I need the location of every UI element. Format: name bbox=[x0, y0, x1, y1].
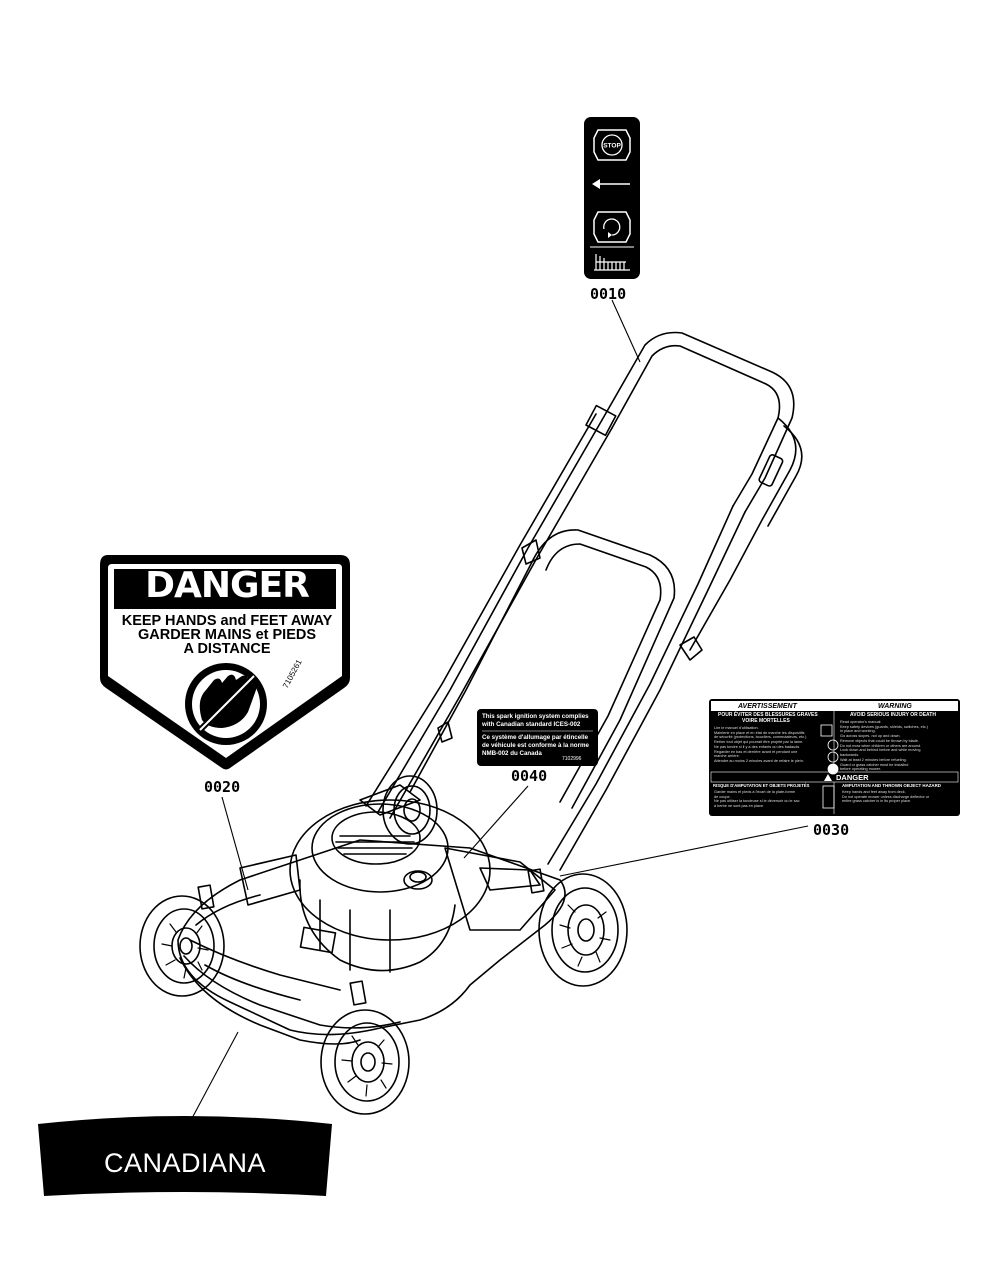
warning-en-subheader: AVOID SERIOUS INJURY OR DEATH bbox=[850, 712, 936, 718]
part-number-0030: 0030 bbox=[813, 821, 850, 839]
warning-en-header: WARNING bbox=[878, 702, 912, 710]
warning-en-danger-item: Keep hands and feet away from deck. bbox=[842, 790, 906, 794]
wheel-rear-right bbox=[538, 873, 628, 987]
run-engine-icon bbox=[593, 211, 631, 243]
warning-en-item: Guard or grass catcher must be installed bbox=[840, 762, 909, 767]
ices-part-number: 7102996 bbox=[562, 756, 582, 762]
warning-en-danger-items: Keep hands and feet away from deck. Do n… bbox=[842, 790, 956, 804]
danger-title: DANGER bbox=[145, 565, 310, 606]
warning-en-item: Wait at least 2 minutes before refueling… bbox=[840, 757, 907, 762]
warning-en-item: before operating mower. bbox=[840, 767, 881, 772]
grass-height-icon bbox=[594, 254, 630, 271]
leader-line-0010 bbox=[611, 299, 641, 363]
warning-decal bbox=[709, 699, 960, 816]
wheel-rear-left bbox=[382, 775, 438, 845]
warning-fr-subheader-1: POUR ÉVITER DES BLESSURES GRAVES bbox=[718, 712, 818, 718]
wheel-front-right bbox=[320, 1009, 410, 1115]
warning-fr-item: Attendre au moins 2 minutes avant de ref… bbox=[714, 759, 804, 764]
warning-en-item: in place and working. bbox=[840, 729, 876, 734]
leader-lines bbox=[189, 299, 809, 1123]
warning-fr-header: AVERTISSEMENT bbox=[738, 702, 797, 710]
hand-blade-hazard-icon bbox=[185, 663, 267, 745]
logo-decal bbox=[38, 1116, 332, 1196]
handle-upper-inner bbox=[611, 344, 781, 507]
warning-en-item: backwards. bbox=[840, 753, 860, 758]
warning-fr-item: Ne pas tondre si il y a des enfants ou d… bbox=[714, 744, 800, 749]
warning-danger-header: DANGER bbox=[836, 773, 869, 782]
danger-triangle-icon bbox=[824, 774, 832, 781]
leader-line-0050 bbox=[189, 1031, 239, 1123]
handle-lower-loop bbox=[531, 529, 676, 809]
warning-en-item: Read operator's manual. bbox=[840, 720, 882, 724]
warning-fr-subheader-2: VOIRE MORTELLES bbox=[742, 718, 790, 724]
canadiana-logo-text: CANADIANA bbox=[103, 1148, 267, 1178]
mower-deck bbox=[177, 839, 566, 1036]
warning-en-item: Go across slopes, not up and down. bbox=[840, 734, 901, 739]
stop-engine-icon: STOP bbox=[593, 129, 631, 161]
arrow-left-icon bbox=[592, 179, 630, 189]
stop-label: STOP bbox=[603, 143, 621, 150]
warning-fr-danger-items: Garder mains et pieds à l'écart de la pl… bbox=[714, 790, 822, 809]
warning-fr-danger-item: à herbe ne sont pas en place. bbox=[714, 804, 765, 809]
leader-line-0020 bbox=[221, 796, 249, 891]
warning-en-danger-item: entire grass catcher is in its proper pl… bbox=[842, 799, 912, 804]
control-decal: STOP bbox=[584, 117, 640, 279]
ices-english-2: with Canadian standard ICES-002 bbox=[482, 721, 581, 728]
warning-symbol-icons bbox=[820, 724, 839, 809]
ices-french-3: NMB-002 du Canada bbox=[482, 750, 542, 757]
leader-line-0030 bbox=[559, 825, 809, 877]
warning-en-items: Read operator's manual. Keep safety devi… bbox=[840, 720, 956, 772]
part-number-0020: 0020 bbox=[204, 778, 241, 796]
warning-fr-items: Lire le manuel d'utilisation. Maintenir … bbox=[714, 726, 820, 764]
warning-en-item: Do not mow when children or others are a… bbox=[840, 743, 922, 748]
ices-french-1: Ce système d'allumage par étincelle bbox=[482, 734, 589, 741]
warning-en-danger-item: Do not operate mower unless discharge de… bbox=[842, 794, 930, 799]
ices-decal bbox=[477, 709, 598, 766]
danger-line-1: KEEP HANDS and FEET AWAY bbox=[121, 613, 333, 629]
danger-line-3: A DISTANCE bbox=[183, 641, 271, 657]
lawn-mower-drawing bbox=[139, 331, 803, 1115]
warning-fr-item: marche arrière. bbox=[714, 754, 740, 759]
part-number-0050: 0050 bbox=[165, 1121, 202, 1139]
warning-fr-danger-item: de coupe. bbox=[714, 794, 731, 799]
warning-fr-item: Lire le manuel d'utilisation. bbox=[714, 726, 759, 730]
warning-fr-item: Retirer tout objet qui pourrait être pro… bbox=[714, 740, 804, 745]
warning-en-item: Remove objects that could be thrown by b… bbox=[840, 738, 919, 743]
warning-en-item: Keep safety devices (guards, shields, sw… bbox=[840, 724, 929, 729]
ices-english-1: This spark ignition system complies bbox=[482, 713, 589, 720]
warning-fr-item: de sécurité (protections, boucliers, com… bbox=[714, 735, 807, 740]
leader-line-0040 bbox=[463, 785, 529, 859]
danger-decal bbox=[100, 555, 350, 770]
warning-fr-danger-item: Garder mains et pieds à l'écart de la pl… bbox=[714, 790, 796, 794]
warning-fr-item: Regarder en bas et derrière avant et pen… bbox=[714, 749, 798, 754]
warning-fr-danger-item: Ne pas utiliser la tondeuse si le dévers… bbox=[714, 799, 800, 804]
warning-en-danger-sub: AMPUTATION AND THROWN OBJECT HAZARD bbox=[842, 783, 941, 788]
ices-french-2: de véhicule est conforme à la norme bbox=[482, 742, 589, 749]
handle-upper-outer bbox=[601, 331, 795, 513]
part-number-0040: 0040 bbox=[511, 767, 548, 785]
wheel-front-left bbox=[139, 895, 225, 997]
danger-line-2: GARDER MAINS et PIEDS bbox=[137, 627, 317, 643]
warning-fr-danger-sub: RISQUE D'AMPUTATION ET OBJETS PROJETÉS bbox=[713, 783, 810, 788]
warning-fr-item: Maintenir en place et en état de marche … bbox=[714, 730, 805, 735]
part-number-0010: 0010 bbox=[590, 285, 627, 303]
warning-en-item: Look down and behind before and while mo… bbox=[840, 748, 921, 753]
